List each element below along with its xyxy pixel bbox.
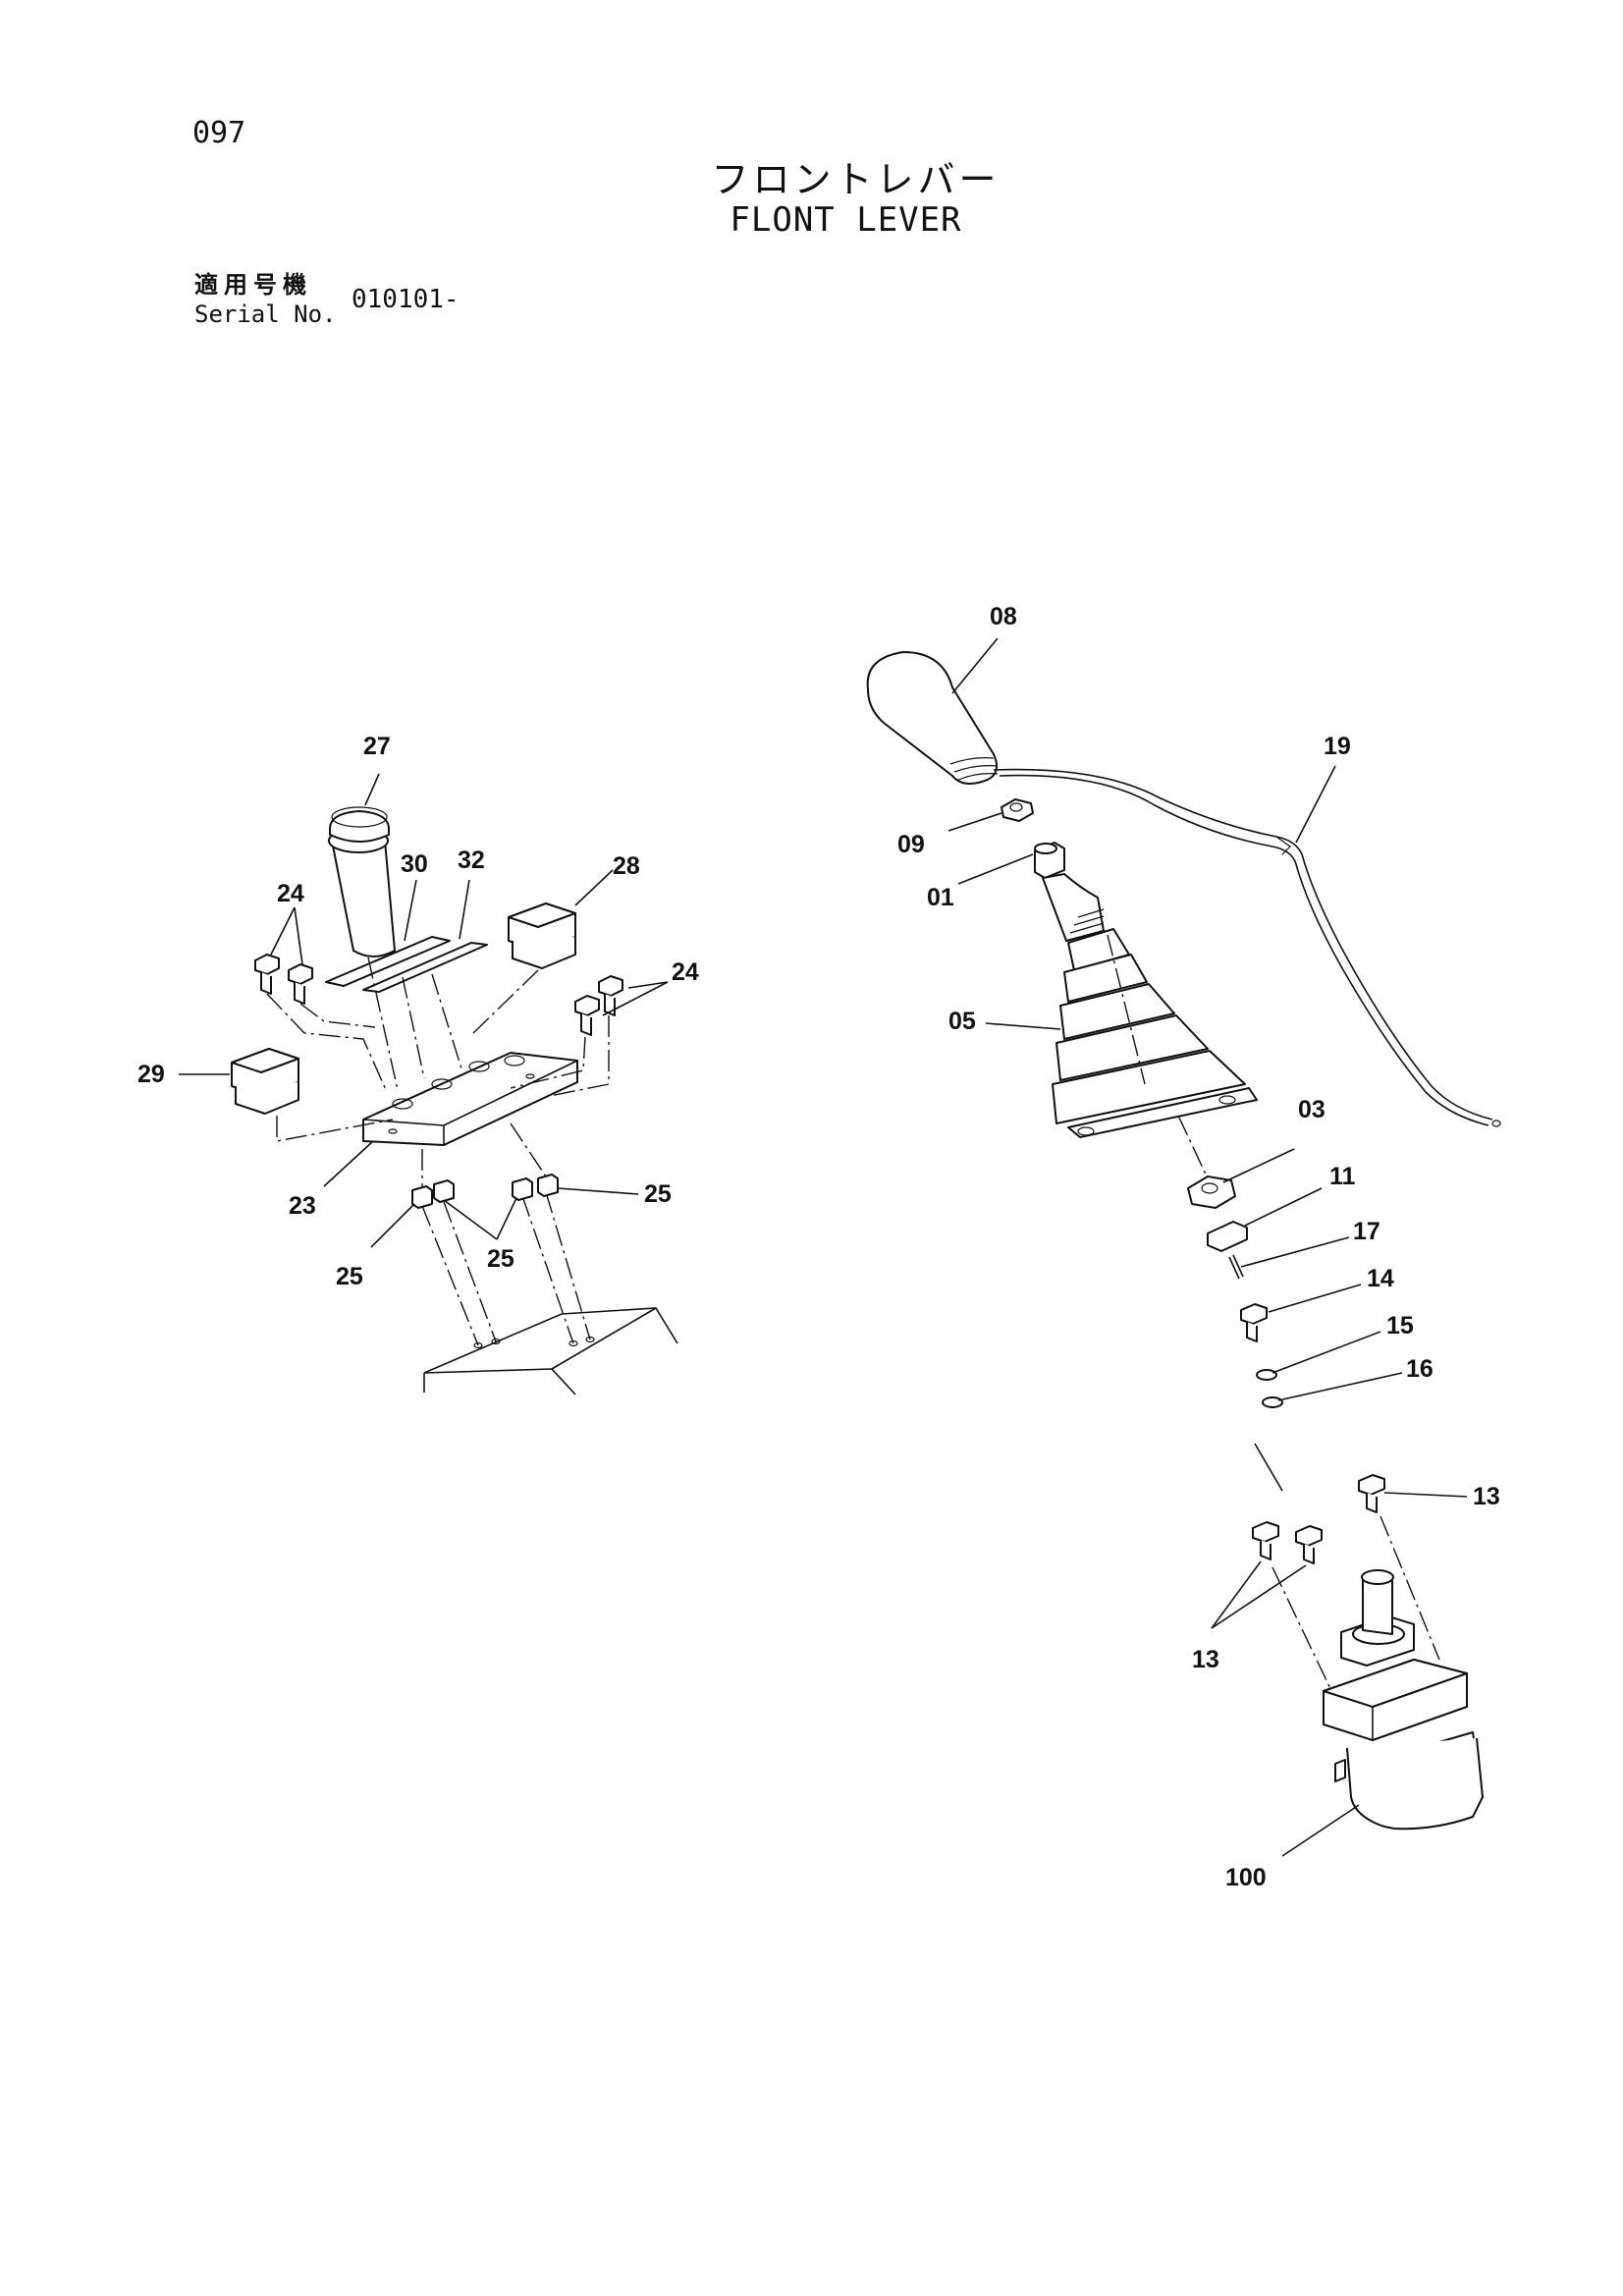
page-title-english: FLONT LEVER	[730, 200, 962, 240]
callout-23: 23	[289, 1192, 316, 1220]
console-base	[423, 1307, 678, 1395]
callout-24-left: 24	[277, 880, 304, 907]
spacer-25	[411, 1174, 559, 1209]
washer-15	[1256, 1369, 1277, 1381]
callout-100: 100	[1225, 1864, 1267, 1891]
washer-16	[1262, 1396, 1283, 1408]
serial-number-value: 010101-	[352, 285, 460, 314]
callout-25-left: 25	[336, 1263, 363, 1290]
bolt-14	[1240, 1303, 1268, 1342]
bolt-24-right	[574, 975, 623, 1036]
callout-01: 01	[927, 884, 954, 911]
callout-labels: 27 30 32 28 24 24 29 23 25 25 25 08 19 0…	[137, 603, 1500, 1891]
callout-30: 30	[401, 850, 428, 878]
nut-09	[1001, 798, 1034, 822]
callout-29: 29	[137, 1061, 165, 1088]
callout-27: 27	[363, 733, 391, 760]
callout-08: 08	[990, 603, 1017, 630]
callout-13-left: 13	[1192, 1646, 1219, 1673]
pin-17	[1228, 1254, 1244, 1280]
callout-15: 15	[1386, 1312, 1414, 1339]
callout-25-right: 25	[644, 1180, 672, 1208]
pilot-valve-100	[1323, 1569, 1484, 1831]
plate-30-32	[325, 936, 488, 993]
callout-16: 16	[1406, 1355, 1434, 1383]
callout-09: 09	[897, 831, 925, 858]
serial-label-japanese: 適用号機	[194, 271, 312, 299]
base-plate-23	[362, 1052, 578, 1146]
callout-28: 28	[613, 852, 640, 880]
leader-lines	[179, 637, 1468, 1857]
nut-03	[1187, 1175, 1236, 1209]
block-11	[1207, 1221, 1248, 1252]
callout-14: 14	[1367, 1265, 1394, 1292]
bolt-13	[1252, 1474, 1385, 1564]
switch-28	[508, 902, 576, 969]
rod-27	[328, 806, 396, 957]
switch-29	[231, 1048, 299, 1115]
callout-25-center: 25	[487, 1245, 514, 1273]
callout-24-right: 24	[672, 958, 699, 986]
right-assembly	[866, 651, 1501, 1831]
bolt-24-left	[254, 954, 313, 1005]
callout-05: 05	[948, 1008, 976, 1035]
callout-32: 32	[458, 847, 485, 874]
left-assembly	[231, 806, 678, 1395]
callout-17: 17	[1353, 1218, 1380, 1245]
callout-13-right: 13	[1473, 1483, 1500, 1510]
boot-05	[1052, 928, 1258, 1138]
callout-03: 03	[1298, 1096, 1325, 1123]
callout-11: 11	[1329, 1163, 1356, 1190]
page-title-japanese: フロントレバー	[711, 158, 1001, 201]
lever-01	[1034, 842, 1105, 942]
grip-08	[866, 651, 999, 785]
serial-label-english: Serial No.	[194, 301, 337, 328]
callout-19: 19	[1324, 733, 1351, 760]
page-number: 097	[192, 116, 246, 150]
